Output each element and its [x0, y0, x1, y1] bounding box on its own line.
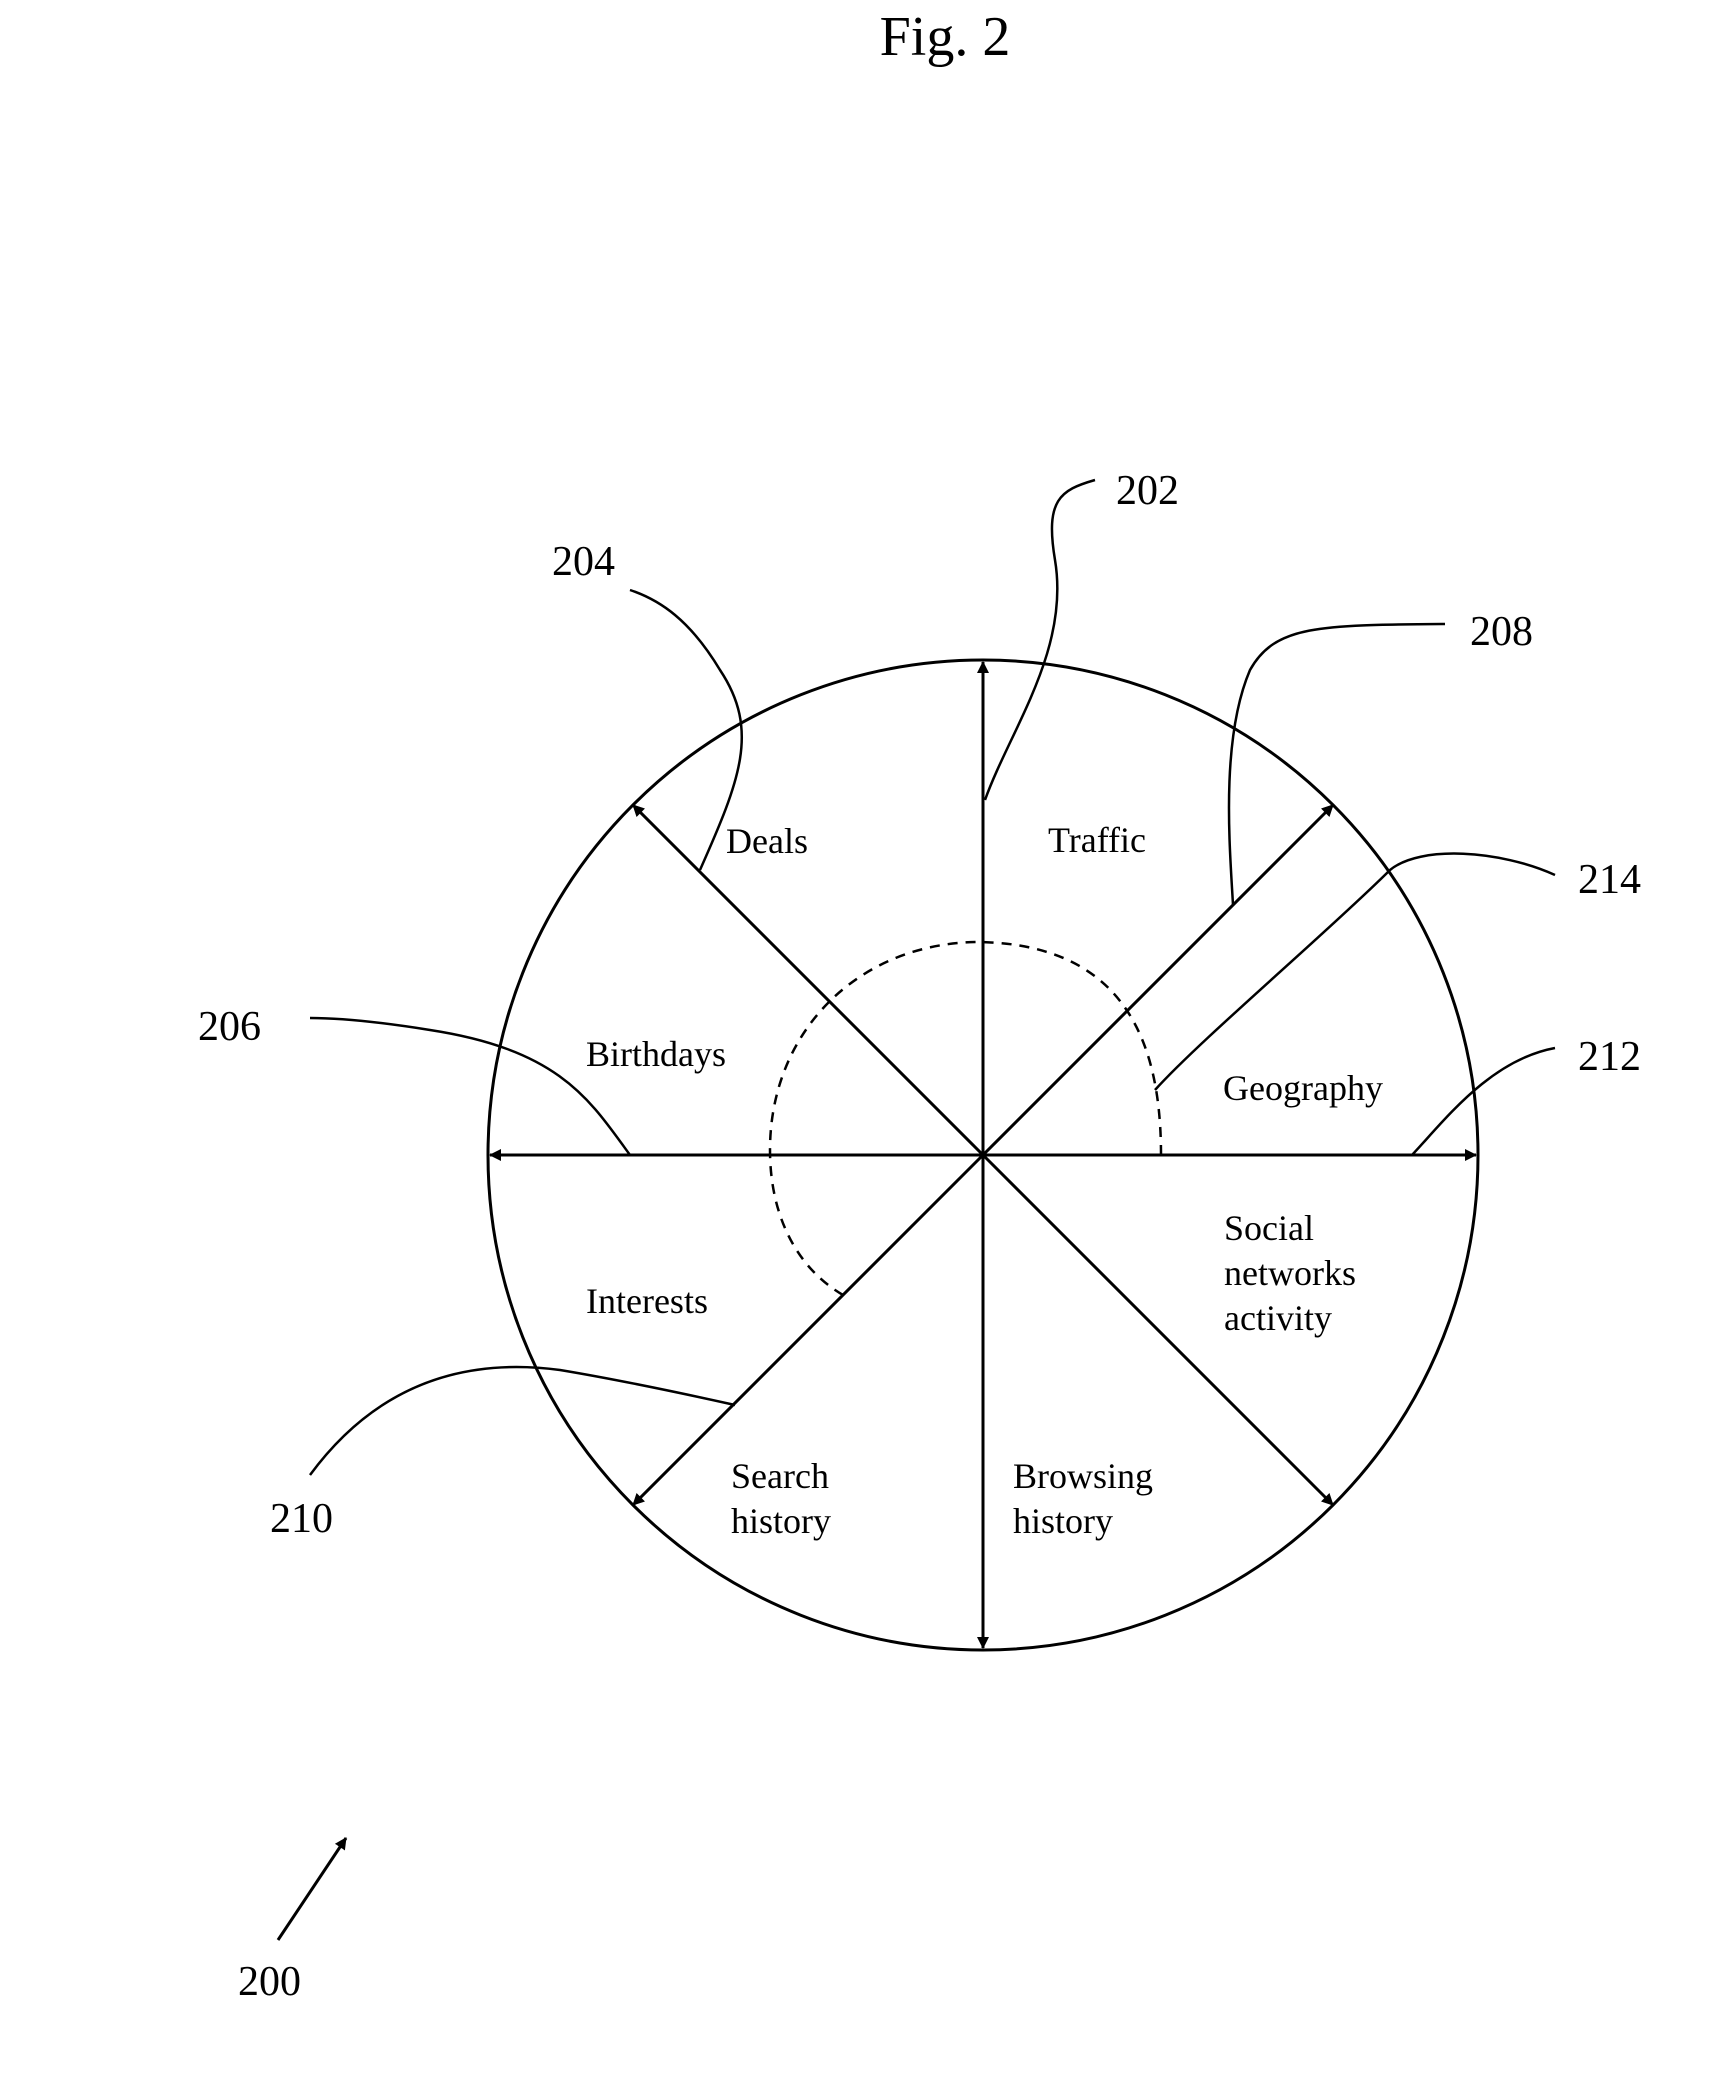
ref-200: 200	[238, 1959, 301, 2005]
ref-202: 202	[1116, 468, 1179, 514]
sector-label-birthdays: Birthdays	[586, 1034, 726, 1074]
sector-label-browsing-line-1: Browsing	[1013, 1456, 1153, 1496]
sector-label-search-line-2: history	[731, 1501, 831, 1541]
ref-206: 206	[198, 1004, 261, 1050]
leader-202	[985, 480, 1095, 800]
leader-214	[1155, 854, 1555, 1090]
sector-label-social-line-1: Social	[1224, 1208, 1314, 1248]
axis-up-left	[633, 805, 983, 1155]
ref-212: 212	[1578, 1034, 1641, 1080]
sector-label-interests: Interests	[586, 1281, 708, 1321]
sector-label-traffic: Traffic	[1048, 820, 1146, 860]
leader-210	[310, 1367, 735, 1475]
sector-label-search-line-1: Search	[731, 1456, 829, 1496]
figure-title: Fig. 2	[880, 6, 1011, 68]
sector-label-social-line-3: activity	[1224, 1298, 1332, 1338]
sector-label-geography: Geography	[1223, 1068, 1383, 1108]
leader-212	[1412, 1048, 1555, 1155]
dashed-region-arc	[770, 942, 1161, 1295]
ref-204: 204	[552, 539, 615, 585]
axes	[490, 662, 1476, 1648]
ref-210: 210	[270, 1496, 333, 1542]
sector-label-browsing-line-2: history	[1013, 1501, 1113, 1541]
ref-208: 208	[1470, 609, 1533, 655]
figure-ref-arrow	[278, 1838, 346, 1940]
leader-lines	[310, 480, 1555, 1475]
sector-label-social-line-2: networks	[1224, 1253, 1356, 1293]
leader-208	[1229, 624, 1445, 905]
axis-down-left	[633, 1155, 983, 1505]
ref-214: 214	[1578, 857, 1641, 903]
sector-label-deals: Deals	[726, 821, 808, 861]
leader-206	[310, 1018, 630, 1155]
